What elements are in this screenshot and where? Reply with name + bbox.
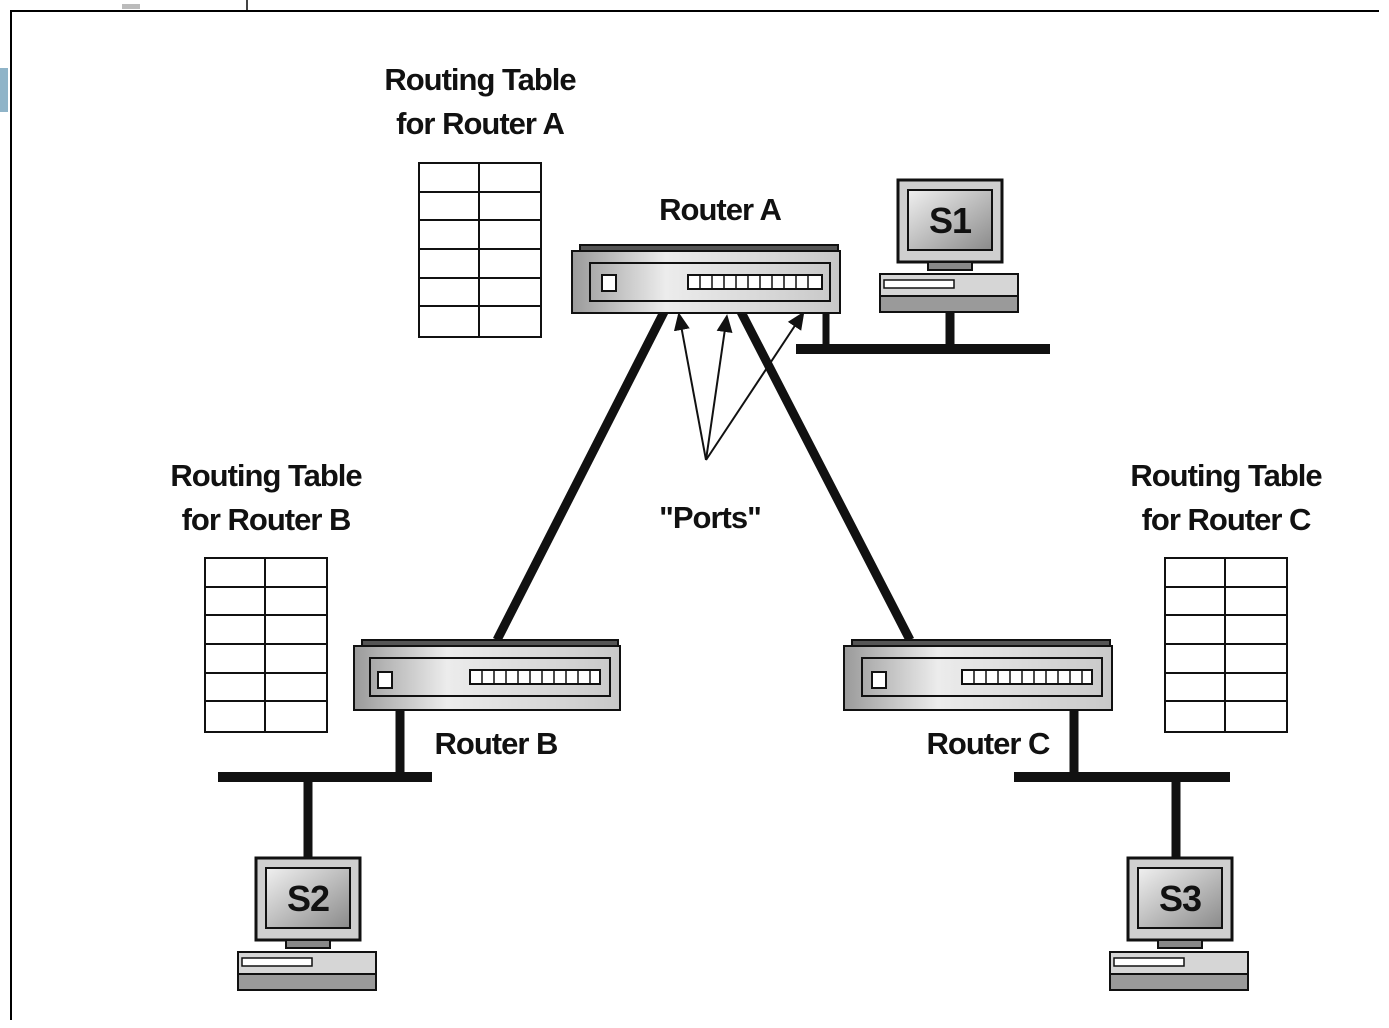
routing-table-a-title-line1: Routing Table <box>384 62 576 97</box>
computer-s1-label: S1 <box>929 200 972 241</box>
computer-s3-label: S3 <box>1159 878 1201 919</box>
lan-segment-c <box>1014 708 1230 862</box>
ports-arrows <box>673 311 805 461</box>
computer-s3-icon: S3 <box>1109 856 1249 991</box>
window-edge-tab <box>0 68 8 112</box>
routing-table-b-title: Routing Table for Router B <box>116 454 416 542</box>
computer-s2-icon: S2 <box>237 856 377 991</box>
router-b-icon <box>353 639 621 711</box>
lan-segment-b <box>218 708 432 862</box>
routing-table-b-grid <box>204 557 328 733</box>
ports-label: "Ports" <box>659 500 762 535</box>
router-b-label: Router B <box>434 726 559 761</box>
router-links <box>492 307 915 643</box>
computer-s1-icon: S1 <box>879 178 1019 313</box>
computer-s2-label: S2 <box>287 878 329 919</box>
routing-table-a-grid <box>418 162 542 338</box>
routing-table-c-title-line2: for Router C <box>1141 502 1312 537</box>
link-a-c <box>735 307 915 643</box>
top-edge-mark <box>122 4 140 9</box>
routing-table-c-title: Routing Table for Router C <box>1076 454 1376 542</box>
routing-table-a-title-line2: for Router A <box>396 106 565 141</box>
routing-table-a-title: Routing Table for Router A <box>330 58 630 146</box>
routing-table-c-title-line1: Routing Table <box>1130 458 1322 493</box>
link-a-b <box>492 307 670 643</box>
routing-table-c-grid <box>1164 557 1288 733</box>
port-arrow-3 <box>705 311 805 461</box>
routing-table-b-title-line1: Routing Table <box>170 458 362 493</box>
router-a-label: Router A <box>659 192 782 227</box>
diagram-frame <box>10 10 1379 1020</box>
port-arrow-2 <box>705 314 733 461</box>
router-c-icon <box>843 639 1113 711</box>
top-edge-tick <box>246 0 248 10</box>
router-c-label: Router C <box>926 726 1051 761</box>
port-arrow-1 <box>673 312 707 461</box>
routing-table-b-title-line2: for Router B <box>181 502 352 537</box>
router-a-icon <box>571 244 841 314</box>
